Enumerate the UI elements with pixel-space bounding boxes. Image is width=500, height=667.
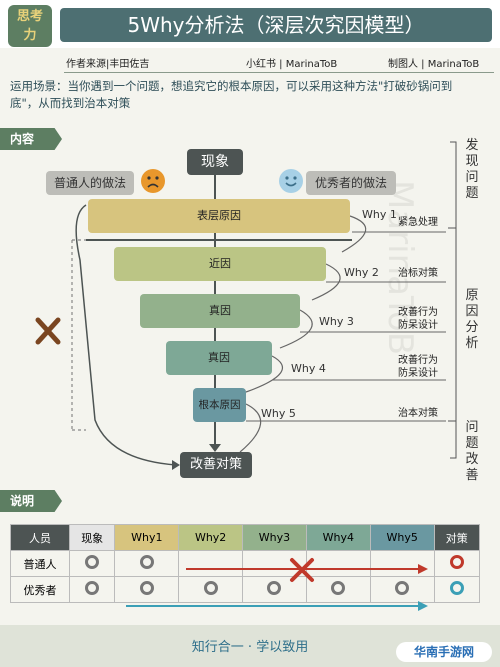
action-5-line1: 治本对策 — [398, 408, 438, 419]
table-header-cell: 对策 — [433, 524, 481, 551]
table-header-cell: Why5 — [369, 524, 435, 551]
table-cell — [242, 550, 307, 577]
action-3-line2: 防呆设计 — [398, 320, 438, 331]
table-cell — [433, 550, 481, 577]
maker-label: 制图人 | MarinaToB — [388, 59, 480, 70]
side-label-discover: 发现问题 — [465, 138, 479, 201]
action-2-line1: 治标对策 — [398, 268, 438, 279]
action-3-line1: 改善行为 — [398, 307, 438, 318]
row-label: 普通人 — [10, 550, 70, 577]
table-cell — [68, 576, 116, 603]
table-header-cell: 人员 — [10, 524, 70, 551]
table-cell — [178, 550, 244, 577]
circle-mark — [85, 555, 100, 569]
circle-mark — [139, 581, 154, 595]
table-row-excellent: 优秀者 — [10, 576, 481, 603]
table-header-cell: Why3 — [242, 524, 307, 551]
action-4: 改善行为防呆设计 — [398, 354, 438, 380]
action-3: 改善行为防呆设计 — [398, 306, 438, 332]
cause-box-5: 根本原因 — [193, 388, 246, 422]
content-tag: 内容 — [0, 128, 62, 150]
footer-motto: 知行合一 · 学以致用 — [191, 640, 309, 655]
table-cell — [114, 550, 180, 577]
why-label-2: Why 2 — [344, 266, 379, 279]
result-box: 改善对策 — [180, 452, 252, 478]
cause-box-3: 真因 — [140, 294, 300, 328]
action-5: 治本对策 — [398, 407, 438, 420]
explain-tag: 说明 — [0, 490, 62, 512]
circle-mark — [139, 555, 154, 569]
table-cell — [114, 576, 180, 603]
logo: 思考 力 — [8, 5, 52, 47]
usage-scenario: 运用场景：当你遇到一个问题，想追究它的根本原因，可以采用这种方法"打破砂锅问到底… — [10, 79, 453, 110]
table-header-cell: Why4 — [305, 524, 371, 551]
table-cell — [178, 576, 244, 603]
platform-label: 小红书 | MarinaToB — [246, 59, 338, 70]
cause-box-4: 真因 — [166, 341, 272, 375]
table-cell — [68, 550, 116, 577]
table-header-cell: Why2 — [178, 524, 244, 551]
teal-circle-mark — [449, 581, 464, 595]
ordinary-approach-label: 普通人的做法 — [46, 171, 134, 195]
table-header-cell: Why1 — [114, 524, 180, 551]
table-cell — [305, 576, 371, 603]
action-4-line1: 改善行为 — [398, 355, 438, 366]
phenomenon-box: 现象 — [187, 149, 243, 175]
cause-box-1: 表层原因 — [88, 199, 350, 233]
action-4-line2: 防呆设计 — [398, 368, 438, 379]
logo-line2: 力 — [23, 28, 37, 43]
table-cell — [433, 576, 481, 603]
why-label-5: Why 5 — [261, 407, 296, 420]
circle-mark — [395, 581, 410, 595]
action-1: 紧急处理 — [398, 216, 438, 229]
excellent-approach-label: 优秀者的做法 — [306, 171, 396, 195]
circle-mark — [203, 581, 218, 595]
watermark-logo: 华南手游网 — [396, 642, 492, 662]
smile-face-icon — [279, 169, 303, 193]
side-label-improve: 问题改善 — [465, 420, 479, 483]
why-label-4: Why 4 — [291, 362, 326, 375]
table-header-row: 人员 现象 Why1 Why2 Why3 Why4 Why5 对策 — [10, 524, 481, 551]
table-header-cell: 现象 — [68, 524, 116, 551]
table-cell — [305, 550, 371, 577]
table-cell — [369, 550, 435, 577]
table-row-ordinary: 普通人 — [10, 550, 481, 577]
circle-mark — [331, 581, 346, 595]
sad-face-icon — [141, 169, 165, 193]
why-label-1: Why 1 — [362, 208, 397, 221]
why-label-3: Why 3 — [319, 315, 354, 328]
table-cell — [242, 576, 307, 603]
row-label: 优秀者 — [10, 576, 70, 603]
red-circle-mark — [449, 555, 464, 569]
side-label-analysis: 原因分析 — [465, 288, 479, 351]
action-2: 治标对策 — [398, 267, 438, 280]
action-1-line1: 紧急处理 — [398, 217, 438, 228]
circle-mark — [267, 581, 282, 595]
logo-line1: 思考 — [16, 9, 43, 24]
comparison-table: 人员 现象 Why1 Why2 Why3 Why4 Why5 对策 普通人 优秀… — [10, 524, 481, 603]
header-divider — [64, 72, 494, 73]
table-cell — [369, 576, 435, 603]
circle-mark — [85, 581, 100, 595]
author-label: 作者来源|丰田佐吉 — [66, 59, 150, 70]
cause-box-2: 近因 — [114, 247, 326, 281]
page-title: 5Why分析法（深层次究因模型） — [60, 8, 492, 42]
